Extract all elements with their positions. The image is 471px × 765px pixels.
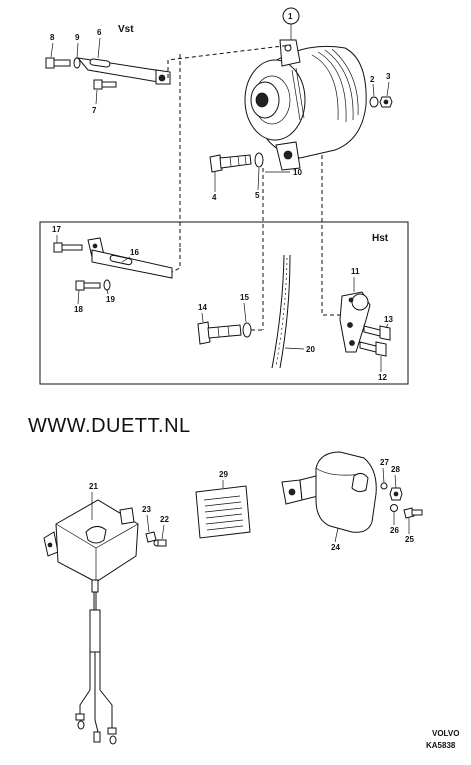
washer-9: [73, 57, 81, 69]
label-25: 25: [405, 535, 414, 544]
connector-hst: [321, 155, 350, 316]
label-6: 6: [97, 28, 102, 37]
bolt-18: [75, 280, 101, 291]
label-17: 17: [52, 225, 61, 234]
section-vst: Vst: [118, 24, 134, 35]
label-20: 20: [306, 345, 315, 354]
label-8: 8: [50, 33, 55, 42]
screw-22-23: [145, 531, 167, 547]
label-27: 27: [380, 458, 389, 467]
belt-20: [271, 254, 291, 369]
label-7: 7: [92, 106, 97, 115]
washer-19: [103, 279, 111, 291]
label-28: 28: [391, 465, 400, 474]
label-card-29: [195, 485, 251, 539]
label-14: 14: [198, 303, 207, 312]
label-2: 2: [370, 75, 375, 84]
bolt-14: [197, 321, 242, 345]
regulator-cable: [75, 579, 117, 745]
label-13: 13: [384, 315, 393, 324]
website-text: WWW.DUETT.NL: [28, 415, 191, 437]
label-23: 23: [142, 505, 151, 514]
label-18: 18: [74, 305, 83, 314]
brand-volvo: VOLVO: [432, 729, 459, 738]
nut-washer-2-3: [369, 96, 393, 108]
regulator-24: [281, 451, 377, 533]
label-29: 29: [219, 470, 228, 479]
label-11: 11: [351, 267, 360, 276]
hst-frame: [39, 221, 409, 385]
connector-hst-bracket: [171, 248, 181, 273]
label-15: 15: [240, 293, 249, 302]
washer-5: [254, 152, 264, 168]
label-21: 21: [89, 482, 98, 491]
label-1: 1: [288, 12, 293, 21]
washer-15: [242, 322, 252, 338]
label-24: 24: [331, 543, 340, 552]
label-5: 5: [255, 191, 260, 200]
bolt-13: [363, 325, 391, 341]
label-19: 19: [106, 295, 115, 304]
bracket-16: [87, 237, 173, 279]
bolt-12: [359, 341, 387, 357]
connector-vst-top: [167, 44, 292, 78]
hardware-25-28: [380, 482, 423, 519]
bolt-17: [53, 242, 83, 253]
label-16: 16: [130, 248, 139, 257]
label-22: 22: [160, 515, 169, 524]
drawing-code: KA5838: [426, 741, 456, 750]
bracket-11: [339, 291, 371, 353]
regulator-21: [43, 499, 139, 583]
bolt-4: [209, 154, 252, 173]
label-26: 26: [390, 526, 399, 535]
label-9: 9: [75, 33, 80, 42]
label-12: 12: [378, 373, 387, 382]
bolt-8: [45, 57, 71, 69]
label-10: 10: [293, 168, 302, 177]
label-3: 3: [386, 72, 391, 81]
label-4: 4: [212, 193, 217, 202]
section-hst: Hst: [372, 233, 389, 244]
bolt-7: [93, 79, 117, 90]
alternator: [244, 39, 367, 171]
bracket-6: [76, 57, 171, 85]
